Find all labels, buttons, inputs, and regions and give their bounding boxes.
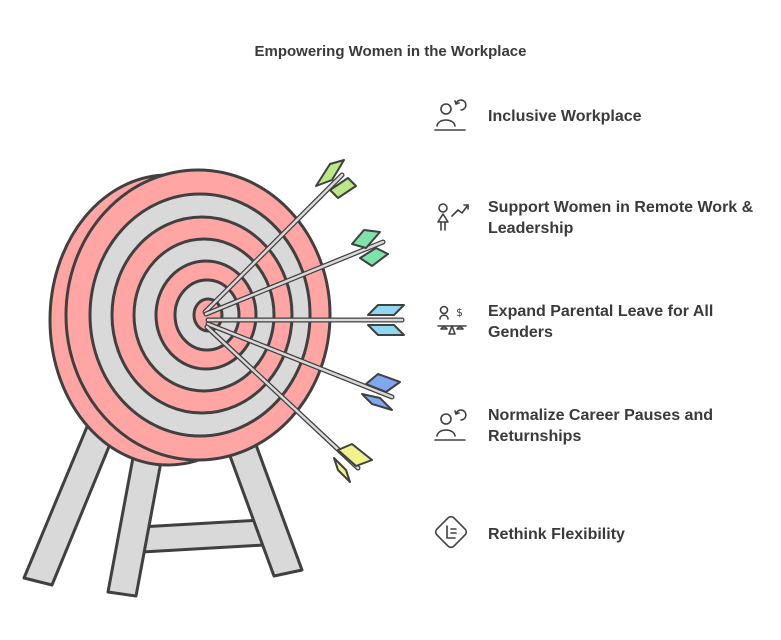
list-item-career-pauses: Normalize Career Pauses and Returnships	[432, 404, 772, 448]
list-item-parental-leave: $ Expand Parental Leave for All Genders	[432, 300, 772, 344]
item-label: Inclusive Workplace	[488, 107, 642, 125]
item-label: Expand Parental Leave for All Genders	[488, 303, 714, 341]
list-item-inclusive-workplace: Inclusive Workplace	[432, 94, 772, 138]
arrow-2	[203, 229, 389, 317]
stand-crossbar	[138, 518, 266, 554]
arrow-4	[205, 321, 401, 411]
fletching-4	[365, 373, 401, 393]
page-title: Empowering Women in the Workplace	[254, 43, 527, 60]
parent-balance-icon: $	[437, 305, 467, 335]
arrow-5	[204, 324, 373, 483]
person-refresh-icon	[434, 99, 467, 131]
woman-growth-icon	[437, 203, 469, 231]
fletching-1	[315, 159, 345, 187]
list-item-rethink-flexibility: Rethink Flexibility	[432, 512, 772, 556]
flexibility-icon	[434, 515, 468, 549]
arrow-3	[205, 304, 405, 336]
item-label: Support Women in Remote Work & Leadershi…	[488, 199, 754, 237]
arrow-1	[202, 159, 357, 315]
fletching-2	[351, 229, 381, 249]
list-item-support-women: Support Women in Remote Work & Leadershi…	[432, 196, 772, 240]
fletching-5	[337, 443, 373, 467]
target-stand	[22, 408, 304, 598]
item-label: Rethink Flexibility	[488, 525, 625, 543]
item-label: Normalize Career Pauses and Returnships	[488, 407, 713, 445]
svg-text:$: $	[456, 306, 463, 319]
target-face	[64, 168, 332, 462]
fletching-3	[367, 304, 405, 316]
person-refresh-icon	[434, 409, 467, 441]
